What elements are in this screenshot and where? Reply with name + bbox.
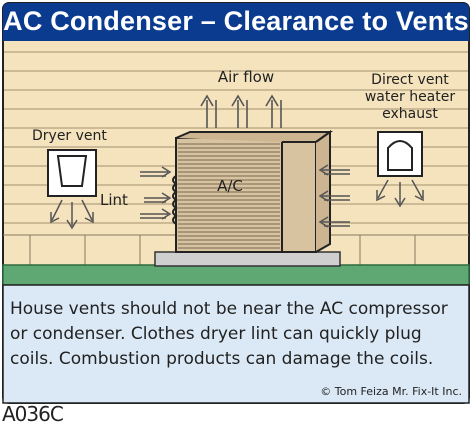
page-title: AC Condenser – Clearance to Vents [3,6,469,36]
air-flow-arrows [200,94,282,128]
copyright-credit: © Tom Feiza Mr. Fix-It Inc. [320,385,462,398]
caption-text: House vents should not be near the AC co… [10,297,460,372]
ac-label: A/C [217,177,243,195]
caption-line-3: coils. Combustion products can damage th… [10,349,434,369]
lint-buildup [172,175,178,225]
inflow-arrows-left [140,166,172,220]
title-bar: AC Condenser – Clearance to Vents [3,3,469,41]
dryer-exhaust-arrows [50,199,94,230]
direct-vent-label-2: water heater [365,89,456,105]
figure-code: A036C [2,402,64,426]
direct-vent-label-3: exhaust [382,106,438,122]
caption-panel [2,284,470,404]
caption-line-1: House vents should not be near the AC co… [10,299,448,319]
water-heater-exhaust-arrows [376,179,424,208]
ac-unit: A/C [175,130,334,253]
water-heater-vent [377,131,423,177]
caption-line-2: or condenser. Clothes dryer lint can qui… [10,324,422,344]
grass-strip [2,264,470,286]
air-flow-label: Air flow [218,68,274,86]
inflow-arrows-right [318,164,350,228]
dryer-vent [47,149,97,197]
lint-arrow [144,192,172,204]
dryer-vent-label: Dryer vent [32,128,107,144]
lint-label: Lint [100,191,128,209]
direct-vent-label-1: Direct vent [371,72,449,88]
ac-pad [154,251,341,267]
